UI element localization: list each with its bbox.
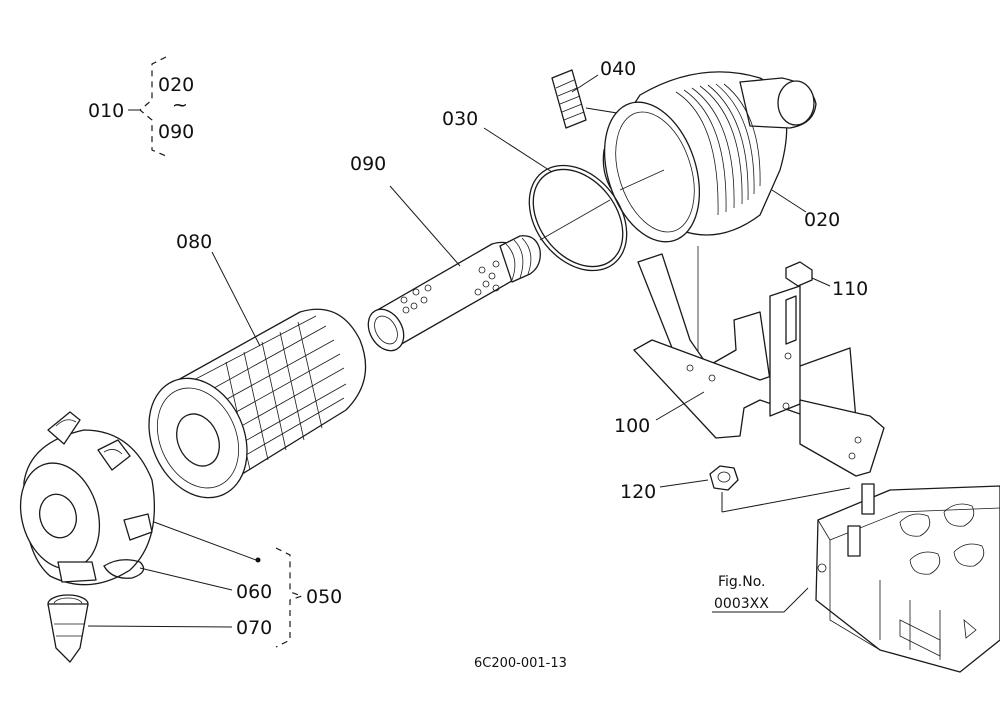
label-120: 120	[620, 481, 656, 503]
drawing-code: 6C200-001-13	[474, 656, 567, 671]
label-070: 070	[236, 617, 272, 639]
perforation-holes	[400, 260, 500, 314]
part-080-filter-element: 080	[148, 231, 367, 499]
part-030-o-ring: 030	[442, 108, 628, 272]
label-020: 020	[804, 209, 840, 231]
group-bracket-050: 050	[275, 547, 342, 648]
part-090-safety-element: 090	[350, 153, 541, 352]
part-120-nut: 120	[620, 465, 851, 513]
part-100-mounting-bracket: 100	[614, 246, 885, 477]
label-range-tilde: ~	[172, 94, 188, 116]
part-060-clamp: 060	[103, 559, 272, 603]
part-020-air-cleaner-body: 020	[602, 71, 840, 243]
part-050-end-cover	[19, 411, 261, 586]
label-110: 110	[832, 278, 868, 300]
figure-reference: Fig.No. 0003XX	[712, 574, 809, 613]
label-range-end-090: 090	[158, 121, 194, 143]
label-030: 030	[442, 108, 478, 130]
part-070-evacuator-valve: 070	[47, 594, 272, 663]
label-100: 100	[614, 415, 650, 437]
figure-ref-line1: Fig.No.	[718, 574, 766, 590]
part-040-label-plate: 040	[551, 58, 649, 129]
figure-ref-line2: 0003XX	[714, 596, 769, 612]
label-040: 040	[600, 58, 636, 80]
label-010: 010	[88, 100, 124, 122]
label-050: 050	[306, 586, 342, 608]
label-range-start-020: 020	[158, 74, 194, 96]
label-060: 060	[236, 581, 272, 603]
label-090: 090	[350, 153, 386, 175]
part-110-clip: 110	[785, 261, 868, 300]
assembly-bracket-010: 010 020 ~ 090	[88, 56, 194, 157]
engine-cylinder-head	[815, 483, 1000, 673]
label-080: 080	[176, 231, 212, 253]
